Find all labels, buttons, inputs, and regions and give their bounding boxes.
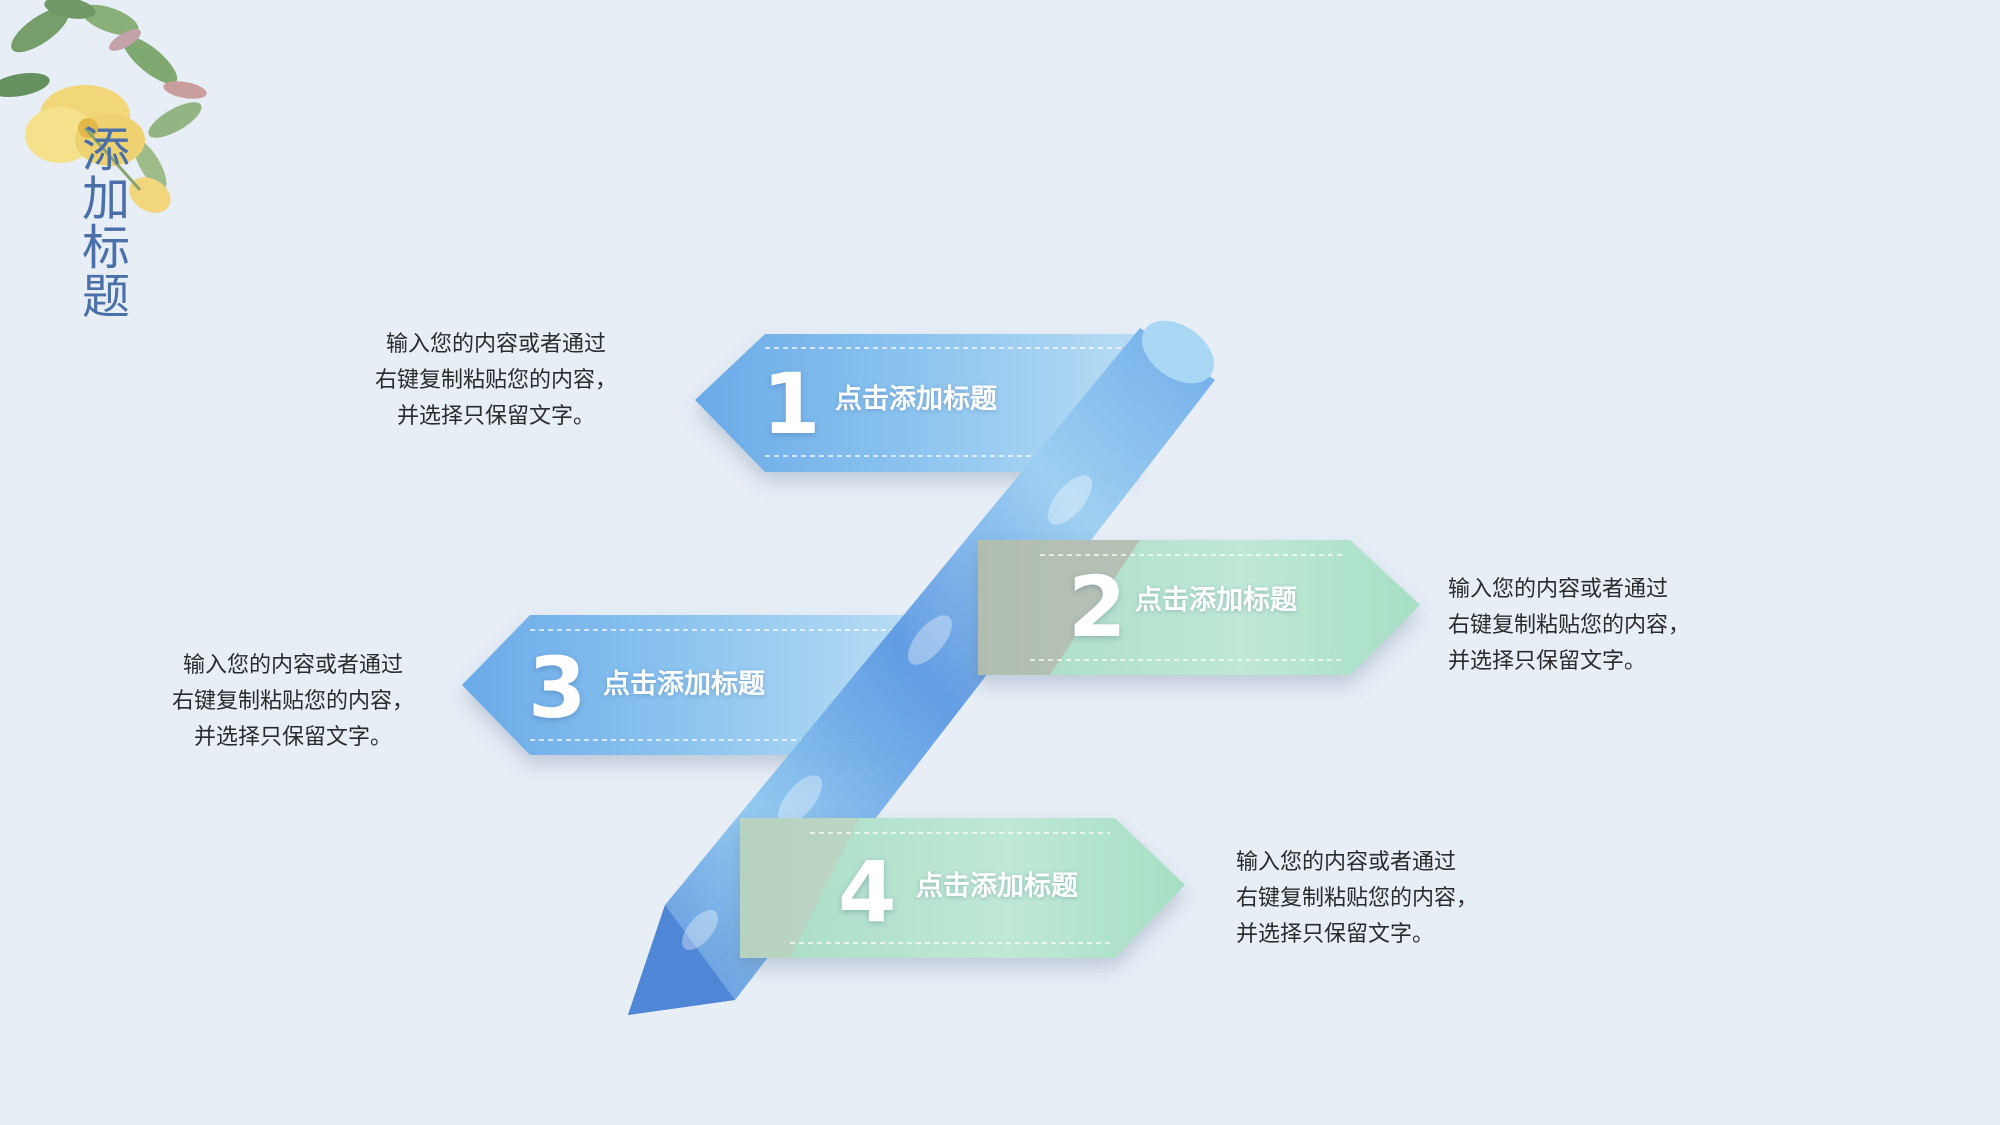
flower-decoration-icon [0,0,207,213]
step-1-number: 1 [762,355,821,453]
step-2-label[interactable]: 点击添加标题 [1135,585,1297,616]
step-3-label[interactable]: 点击添加标题 [603,669,765,700]
step-2-desc-line-1: 输入您的内容或者通过 [1448,577,1669,602]
step-3-desc-line-1: 输入您的内容或者通过 [183,653,404,678]
step-2-description[interactable]: 输入您的内容或者通过 右键复制粘贴您的内容， 并选择只保留文字。 [1448,572,1690,680]
step-1-desc-line-2: 右键复制粘贴您的内容， [375,368,618,393]
arrow-1-shape [695,334,1135,472]
step-3-description[interactable]: 输入您的内容或者通过 右键复制粘贴您的内容， 并选择只保留文字。 [172,648,414,756]
step-4-desc-line-2: 右键复制粘贴您的内容， [1236,886,1479,911]
step-3-desc-line-3: 并选择只保留文字。 [194,725,393,750]
step-3-desc-line-2: 右键复制粘贴您的内容， [172,689,415,714]
step-1-label[interactable]: 点击添加标题 [835,384,997,415]
arrow-2-shape [978,540,1420,675]
step-1-desc-line-1: 输入您的内容或者通过 [386,332,607,357]
step-3-number: 3 [528,639,587,737]
step-4-desc-line-1: 输入您的内容或者通过 [1236,850,1457,875]
step-2-desc-line-3: 并选择只保留文字。 [1448,649,1647,674]
step-2-number: 2 [1068,558,1127,656]
step-4-label[interactable]: 点击添加标题 [916,871,1078,902]
step-4-number: 4 [838,843,897,941]
step-4-description[interactable]: 输入您的内容或者通过 右键复制粘贴您的内容， 并选择只保留文字。 [1236,845,1478,953]
step-4-desc-line-3: 并选择只保留文字。 [1236,922,1435,947]
page-title: 添加标题 [81,122,130,325]
step-1-desc-line-3: 并选择只保留文字。 [397,404,596,429]
step-1-description[interactable]: 输入您的内容或者通过 右键复制粘贴您的内容， 并选择只保留文字。 [375,327,617,435]
step-2-desc-line-2: 右键复制粘贴您的内容， [1448,613,1691,638]
arrow-4-shape [740,818,1185,958]
